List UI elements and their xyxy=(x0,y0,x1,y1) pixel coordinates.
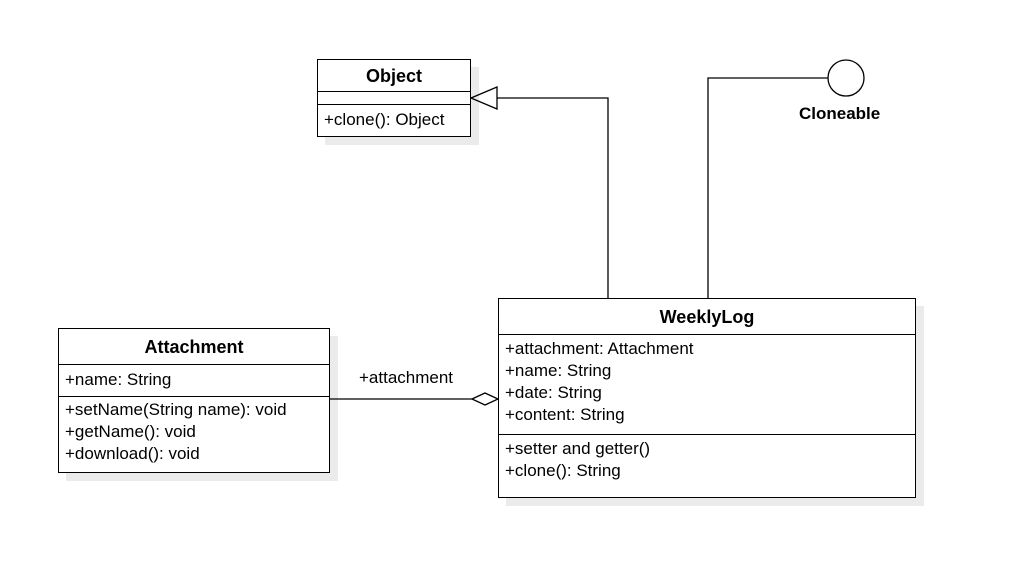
class-weeklylog-methods: +setter and getter() +clone(): String xyxy=(499,435,915,482)
method-clone: +clone(): Object xyxy=(324,110,445,129)
method-setname: +setName(String name): void xyxy=(65,400,287,419)
attribute-content: +content: String xyxy=(505,405,625,424)
method-download: +download(): void xyxy=(65,444,200,463)
class-object-name: Object xyxy=(318,60,470,92)
generalization-line xyxy=(497,97,609,298)
attribute-attachment: +attachment: Attachment xyxy=(505,339,694,358)
class-weeklylog-name: WeeklyLog xyxy=(499,299,915,335)
aggregation-role-label: +attachment xyxy=(359,368,454,387)
class-object[interactable]: Object +clone(): Object xyxy=(317,59,471,137)
cloneable-interface-lollipop xyxy=(827,59,865,97)
class-attachment[interactable]: Attachment +name: String +setName(String… xyxy=(58,328,330,473)
interface-cloneable-label: Cloneable xyxy=(799,104,881,123)
class-attachment-name: Attachment xyxy=(59,329,329,365)
attribute-name: +name: String xyxy=(505,361,612,380)
class-weeklylog[interactable]: WeeklyLog +attachment: Attachment +name:… xyxy=(498,298,916,498)
class-object-attributes xyxy=(318,92,470,105)
method-clone: +clone(): String xyxy=(505,461,621,480)
attribute-name: +name: String xyxy=(65,370,172,389)
class-attachment-attributes: +name: String xyxy=(59,365,329,397)
interface-realization-line xyxy=(707,77,828,298)
class-object-methods: +clone(): Object xyxy=(318,105,470,134)
class-attachment-methods: +setName(String name): void +getName(): … xyxy=(59,397,329,465)
class-weeklylog-attributes: +attachment: Attachment +name: String +d… xyxy=(499,335,915,435)
method-setter-getter: +setter and getter() xyxy=(505,439,651,458)
method-getname: +getName(): void xyxy=(65,422,196,441)
attribute-date: +date: String xyxy=(505,383,602,402)
generalization-arrowhead xyxy=(469,86,498,110)
aggregation-diamond xyxy=(470,392,500,406)
